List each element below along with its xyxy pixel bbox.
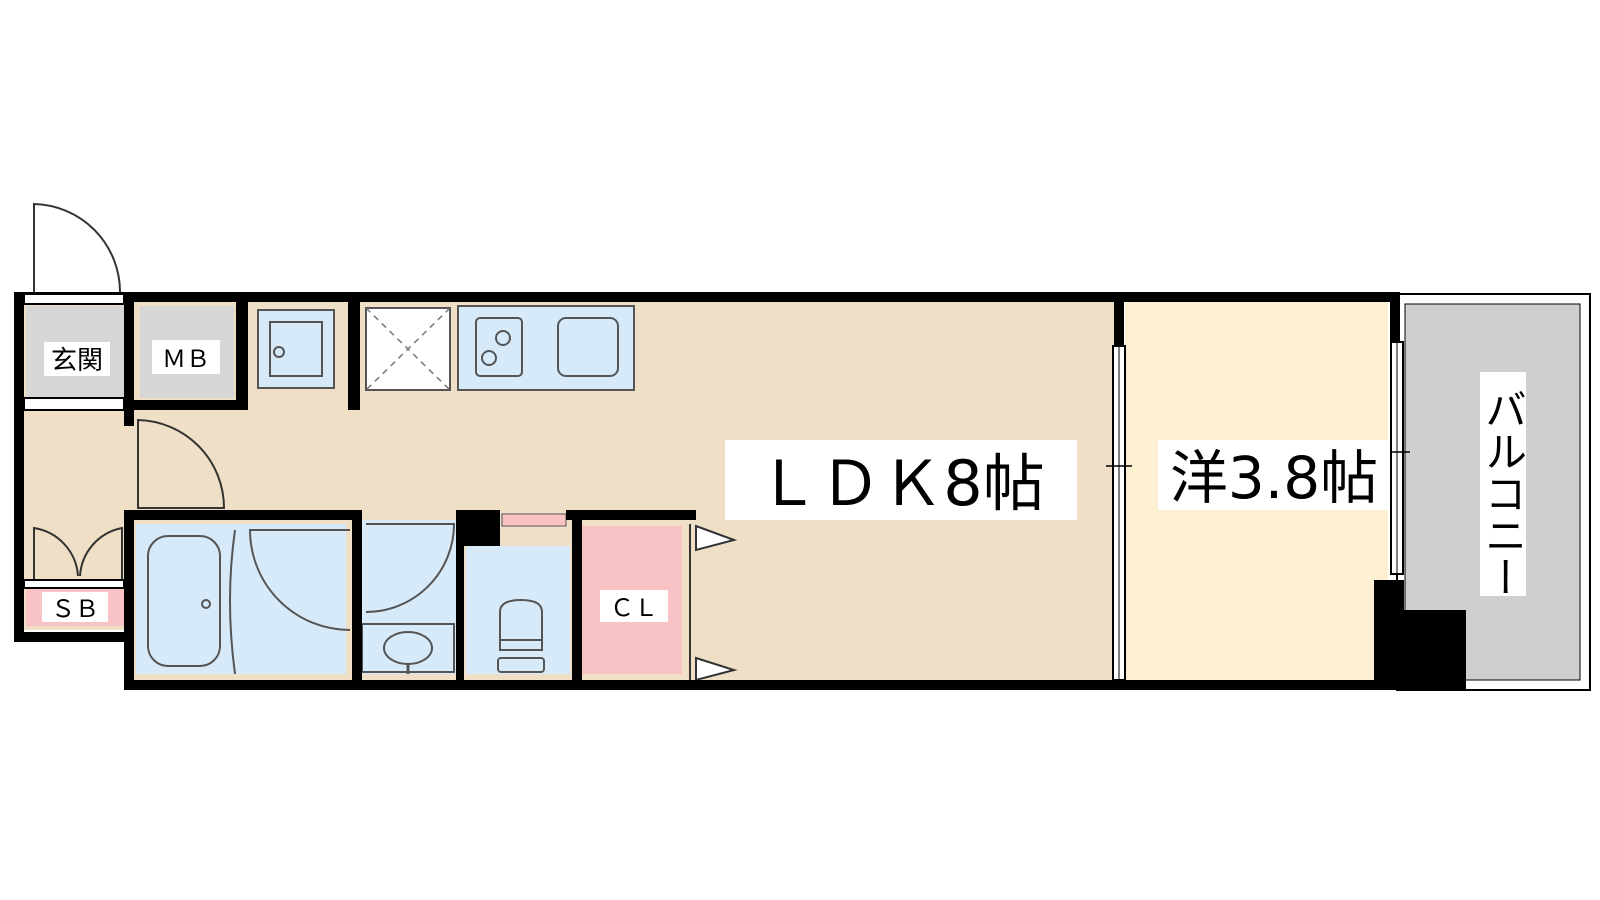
shoe-box-label-text: ＳＢ [51,595,99,623]
entrance-door-swing [33,202,121,293]
western-room-label: 洋3.8帖 [1158,440,1390,512]
washer-pan [269,321,323,377]
stove [475,317,523,377]
burner-icon [495,330,511,346]
balcony-label: バルコニー [1479,372,1528,598]
entrance-label: 玄関 [44,342,110,376]
bath-partition-curve [229,529,236,675]
meter-box-label: ＭＢ [152,340,220,374]
toilet-tank [497,657,545,673]
ldk-label-text: ＬＤＫ8帖 [757,447,1044,520]
washroom-door-swing [365,523,456,613]
entrance-step-bottom [23,579,125,589]
bathtub-drain-icon [201,599,211,609]
entrance-label-text: 玄関 [51,346,103,376]
toilet-bowl-icon [499,598,543,651]
closet-label: ＣＬ [600,590,668,622]
meter-box-label-text: ＭＢ [162,345,210,373]
burner-icon [481,350,497,366]
fridge-space-cross [365,307,451,391]
toilet-floor [466,546,570,674]
hall-door-swing [137,418,226,509]
bath-door-swing [248,529,351,631]
shoe-box-door-right [79,526,123,582]
balcony-label-text: バルコニー [1479,388,1528,598]
walls [14,292,1466,690]
western-room-label-text: 洋3.8帖 [1170,444,1378,512]
bathtub-icon [147,535,221,667]
shoe-box-door-left [33,526,79,582]
washer-drain-icon [273,346,285,358]
entrance-step-top [23,397,125,411]
washroom-floor [360,520,456,674]
ldk-label: ＬＤＫ8帖 [725,440,1077,520]
closet-door-marker [695,656,738,682]
closet-label-text: ＣＬ [610,594,658,622]
shoe-box-label: ＳＢ [42,592,108,623]
entrance-door-frame [23,293,125,305]
corridor-vent [501,513,567,527]
kitchen-sink [557,317,619,377]
closet-door-marker [695,524,738,552]
bath-floor [136,524,346,674]
